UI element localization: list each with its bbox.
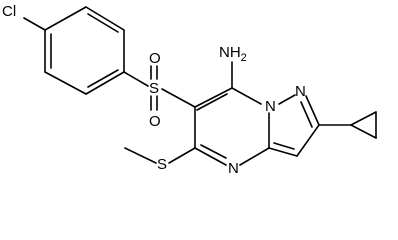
ring-nitrogen-pyrazole-label: N <box>295 83 306 100</box>
sulfonyl-oxygen-top-label: O <box>149 50 161 67</box>
bond-c5-n4-inner <box>200 144 227 159</box>
thioether-sulfur-label: S <box>157 156 167 173</box>
amine-label-subscript: 2 <box>241 52 247 64</box>
bond-ring-a4-inner <box>87 69 119 88</box>
bond-ring-a2 <box>85 6 125 31</box>
bond-n-bridge-c7 <box>231 87 262 105</box>
bond-n4-c3a <box>239 147 270 166</box>
bond-c5-n4 <box>194 147 227 166</box>
ring-nitrogen-bridge-label: N <box>265 98 276 115</box>
bond-n-bridge-n2 <box>278 94 296 105</box>
sulfonyl-sulfur-label: S <box>149 80 159 97</box>
bond-ring-a2-inner <box>87 13 119 33</box>
bond-ring-a1 <box>44 6 87 31</box>
bond-c5-s <box>168 147 196 164</box>
bond-cp-c <box>350 124 377 139</box>
bond-ring-a4 <box>85 71 125 95</box>
bond-cp-a <box>350 111 377 126</box>
bond-c7-c6 <box>194 87 233 108</box>
chlorine-label: Cl <box>2 3 16 20</box>
pyrimidine-ring <box>124 61 270 166</box>
bond-s-c-pyrimidine <box>161 88 196 108</box>
bond-n2-c2-inner <box>300 101 313 128</box>
amine-label-main: NH <box>219 44 241 61</box>
sulfonyl-oxygen-bottom-label: O <box>149 113 161 130</box>
molecule-diagram: Cl NH2 S O O S N N N <box>2 3 377 177</box>
chlorophenyl-ring <box>23 6 149 95</box>
bond-c3-c3a-inner <box>273 142 295 150</box>
sulfonyl-group <box>150 65 196 111</box>
amine-label: NH2 <box>219 44 247 64</box>
cyclopropyl-group <box>318 111 377 139</box>
bond-ring-a5 <box>44 71 87 95</box>
bond-cl-c1 <box>23 17 46 31</box>
bond-n2-c2 <box>305 95 320 126</box>
bond-c3-c3a <box>268 147 298 157</box>
pyrazole-ring <box>268 94 320 157</box>
bond-c2-c3 <box>296 124 320 157</box>
ring-nitrogen-pyrimidine-label: N <box>228 160 239 177</box>
bond-s-methyl <box>124 147 157 164</box>
bond-c7-c6-inner <box>196 93 228 111</box>
bond-ring-to-s <box>123 71 149 87</box>
